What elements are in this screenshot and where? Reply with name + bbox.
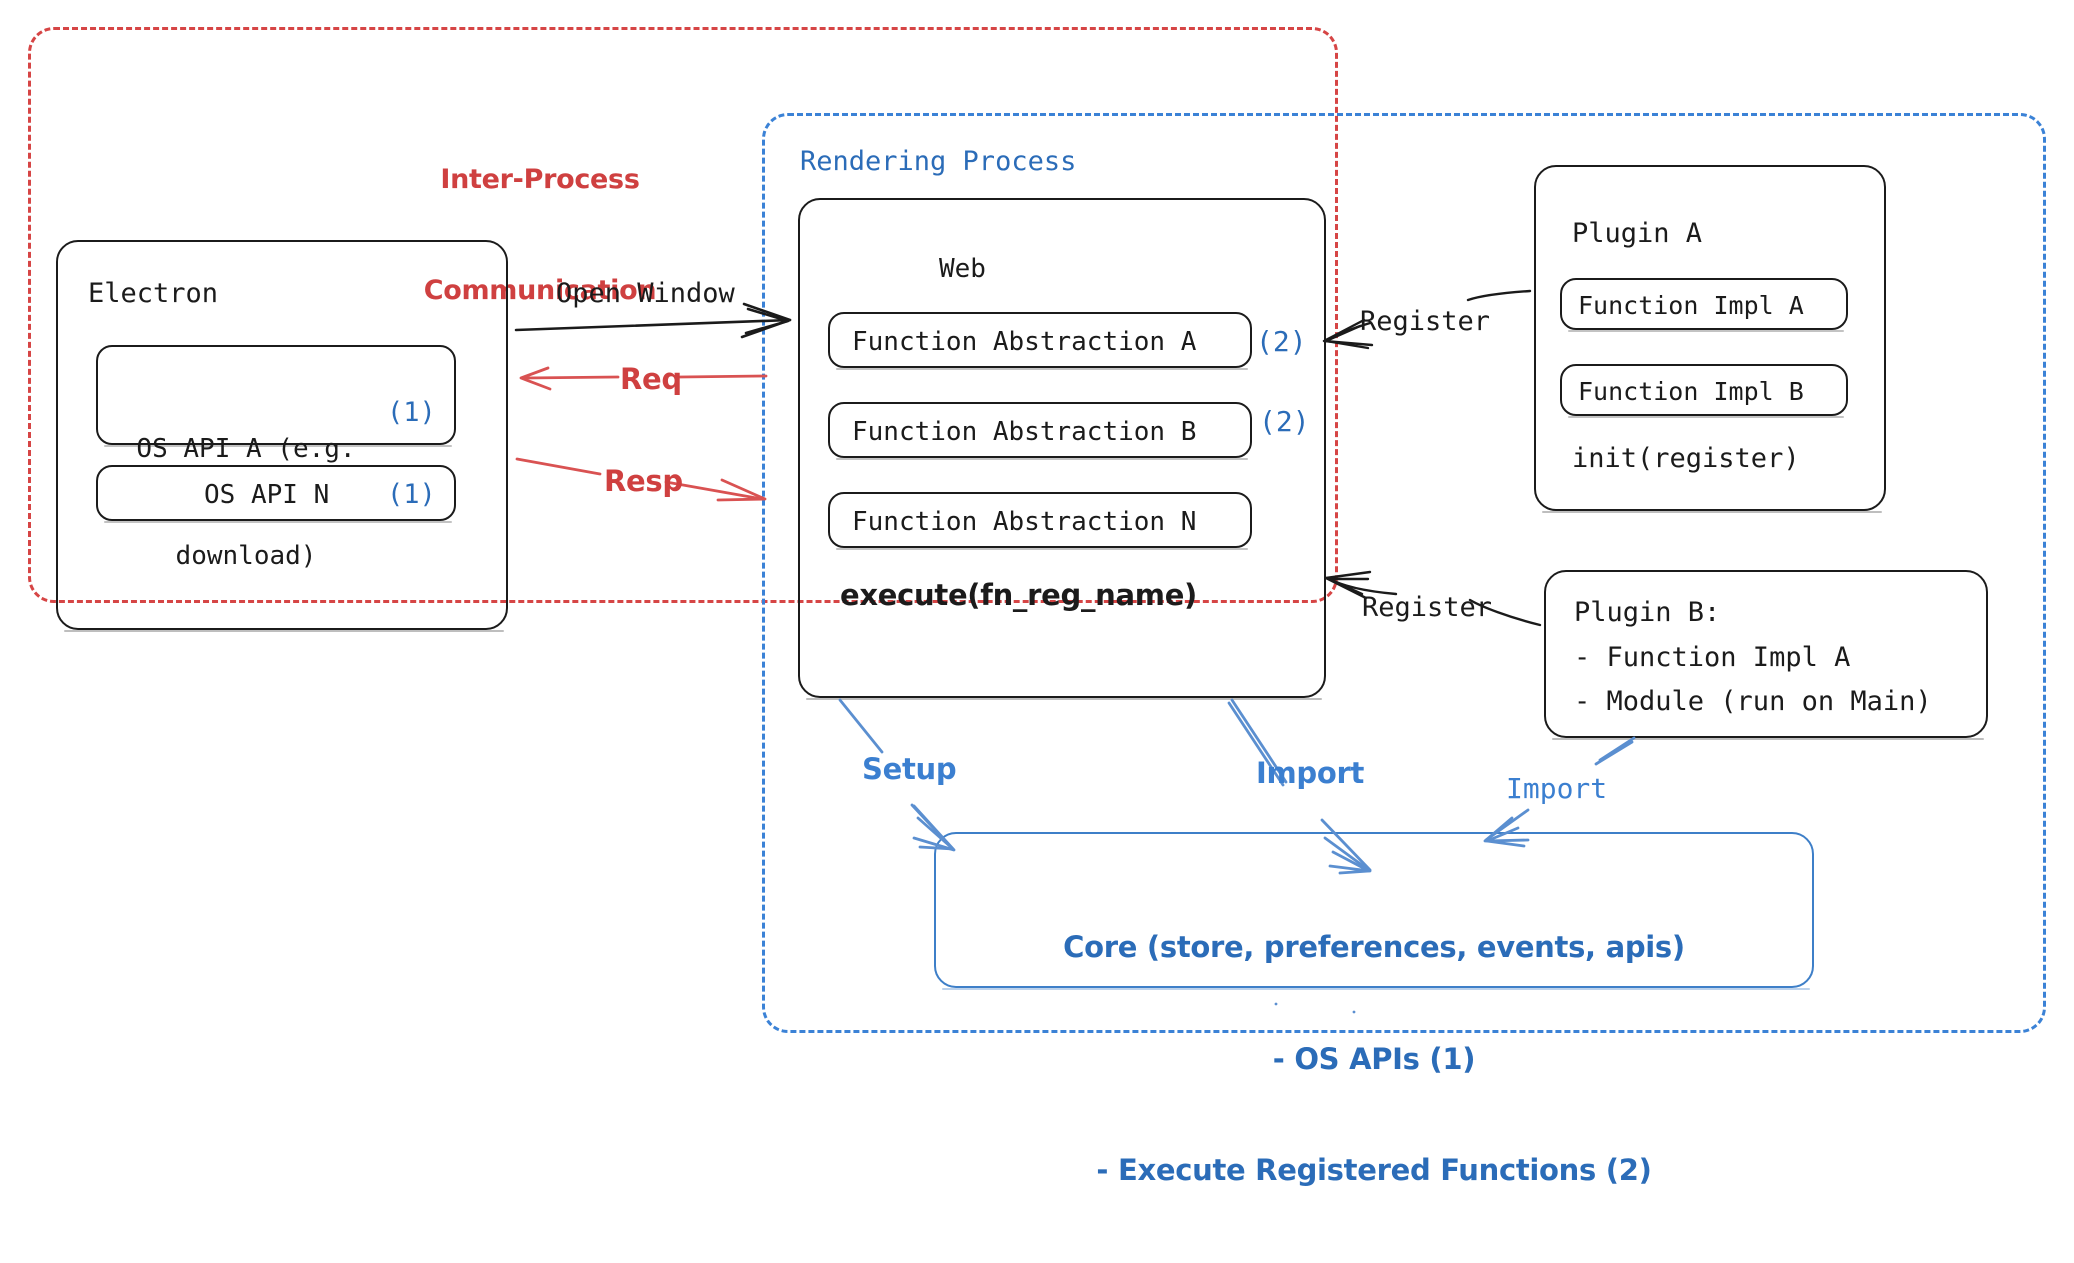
rendering-process-label: Rendering Process bbox=[800, 146, 1077, 177]
execute-label: execute(fn_reg_name) bbox=[840, 578, 1198, 612]
plugin-a-impl-b-label: Function Impl B bbox=[1578, 377, 1804, 406]
os-api-n-marker: (1) bbox=[387, 479, 436, 510]
electron-box bbox=[56, 240, 508, 632]
core-line-1: Core (store, preferences, events, apis) bbox=[1063, 930, 1685, 965]
setup-label: Setup bbox=[862, 752, 957, 786]
ipc-group-boundary bbox=[28, 27, 1338, 603]
plugin-a-impl-a-pill bbox=[1560, 278, 1848, 332]
plugin-b-box bbox=[1544, 570, 1988, 740]
function-abstraction-a-marker: (2) bbox=[1256, 325, 1307, 358]
os-api-a-label-line2: download) bbox=[175, 541, 317, 572]
plugin-a-title: Plugin A bbox=[1572, 218, 1703, 249]
os-api-n-pill bbox=[96, 465, 456, 523]
register-top-label: Register bbox=[1360, 306, 1491, 337]
electron-title: Electron bbox=[88, 278, 219, 309]
import-right-label: Import bbox=[1506, 772, 1608, 805]
register-bottom-label: Register bbox=[1362, 592, 1493, 623]
resp-label: Resp bbox=[604, 464, 683, 498]
plugin-b-item-0: - Function Impl A bbox=[1574, 642, 1851, 673]
core-line-3: - Execute Registered Functions (2) bbox=[1096, 1152, 1652, 1187]
function-abstraction-b-pill bbox=[828, 402, 1252, 460]
function-abstraction-b-marker: (2) bbox=[1259, 405, 1310, 438]
function-abstraction-a-label: Function Abstraction A bbox=[852, 327, 1197, 357]
os-api-a-marker: (1) bbox=[387, 397, 436, 428]
core-line-2: - OS APIs (1) bbox=[1272, 1041, 1476, 1076]
plugin-a-box bbox=[1534, 165, 1886, 513]
plugin-b-item-1: - Module (run on Main) bbox=[1574, 686, 1932, 717]
rendering-process-group-boundary bbox=[762, 113, 2046, 1033]
plugin-a-impl-a-label: Function Impl A bbox=[1578, 291, 1804, 320]
import-left-label: Import bbox=[1256, 756, 1365, 790]
diagram-canvas: Inter-Process Communication Rendering Pr… bbox=[28, 27, 2046, 1187]
web-box bbox=[798, 198, 1326, 700]
os-api-a-label: OS API A (e.g. download) bbox=[96, 360, 396, 647]
ipc-group-label-line1: Inter-Process bbox=[440, 163, 640, 195]
plugin-a-init-label: init(register) bbox=[1572, 443, 1800, 474]
function-abstraction-n-label: Function Abstraction N bbox=[852, 507, 1197, 537]
core-box bbox=[934, 832, 1814, 990]
ipc-group-label: Inter-Process Communication bbox=[420, 86, 660, 384]
function-abstraction-a-pill bbox=[828, 312, 1252, 370]
os-api-n-label: OS API N bbox=[204, 480, 330, 510]
os-api-a-label-line1: OS API A (e.g. bbox=[136, 433, 356, 464]
core-text: Core (store, preferences, events, apis) … bbox=[934, 855, 1814, 1263]
req-label: Req bbox=[620, 362, 682, 396]
open-window-label: Open Window bbox=[556, 278, 735, 309]
web-title: Web bbox=[939, 254, 986, 284]
function-abstraction-b-label: Function Abstraction B bbox=[852, 417, 1197, 447]
plugin-a-impl-b-pill bbox=[1560, 364, 1848, 418]
ipc-group-label-line2: Communication bbox=[423, 275, 657, 307]
function-abstraction-n-pill bbox=[828, 492, 1252, 550]
plugin-b-title: Plugin B: bbox=[1574, 597, 1721, 628]
os-api-a-pill bbox=[96, 345, 456, 447]
